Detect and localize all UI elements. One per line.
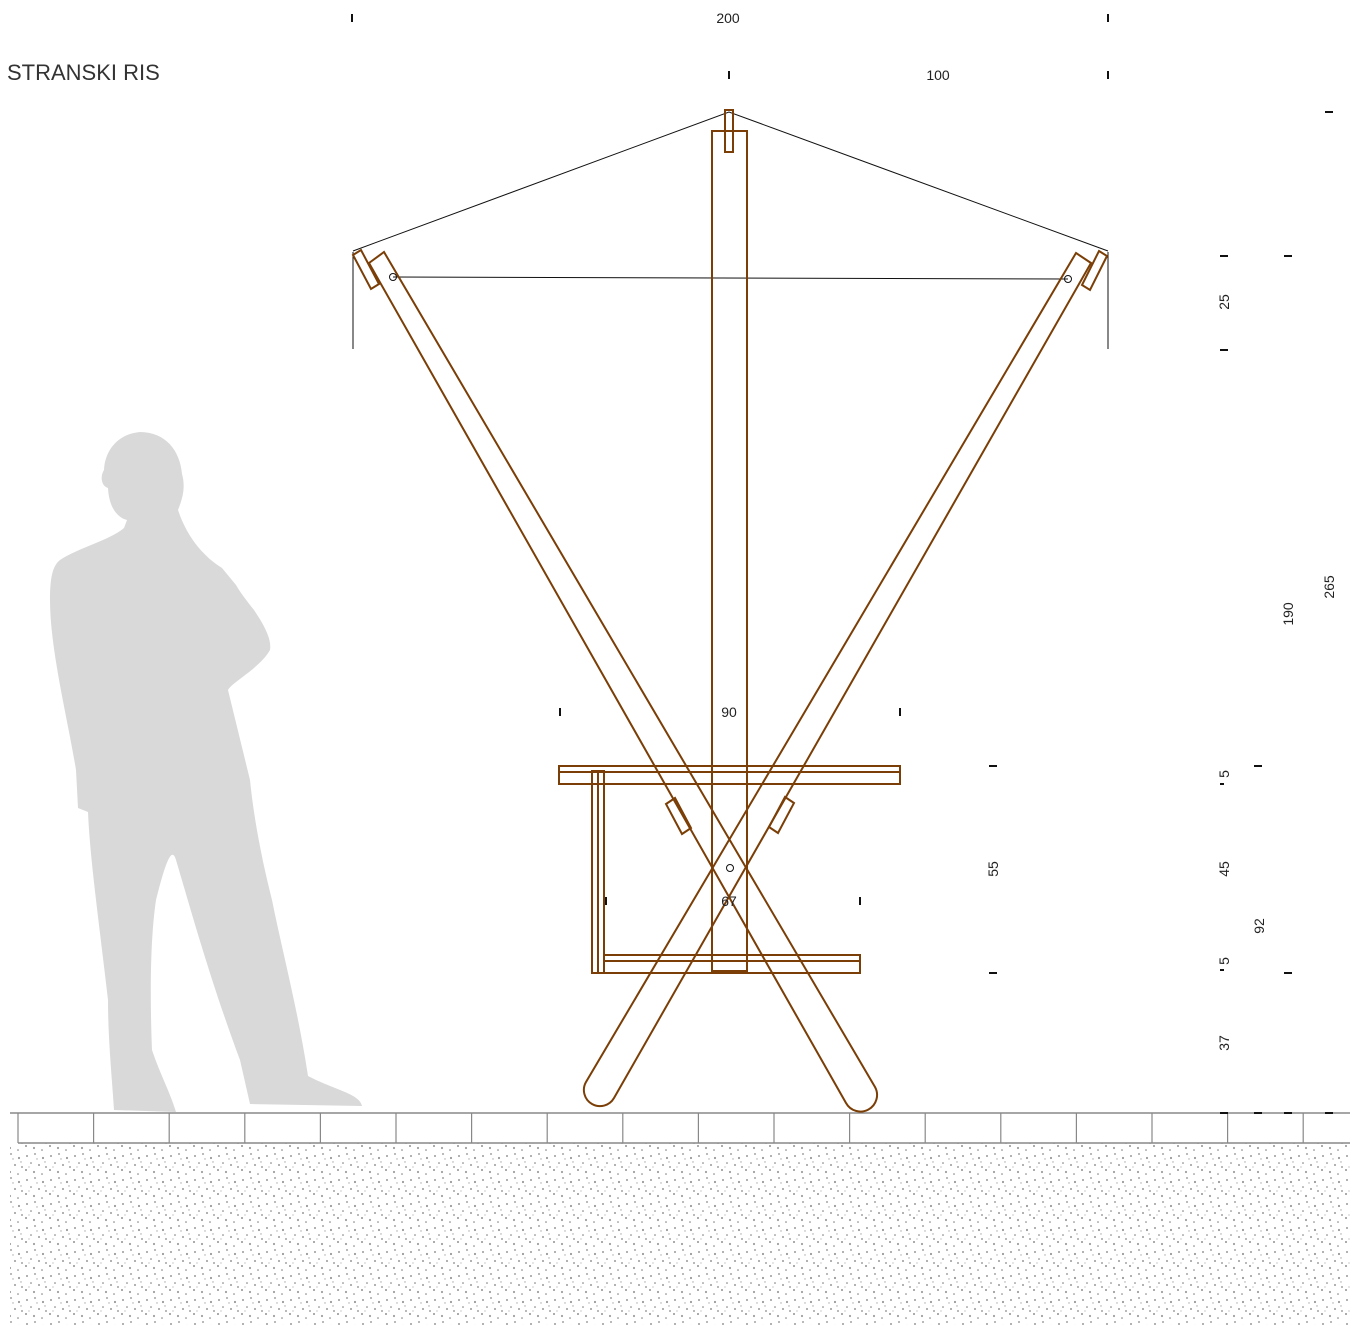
central-post	[711, 130, 748, 972]
left-rope-ring	[389, 273, 397, 281]
bench-seat	[603, 954, 861, 974]
dim-table-top-thickness: 5	[1216, 770, 1232, 778]
dim-width-half: 100	[926, 67, 950, 83]
post-top-cap	[724, 109, 734, 153]
dim-seat-to-top: 92	[1251, 918, 1267, 934]
wooden-frame	[351, 109, 1109, 1113]
dimensions: 200 100 25 265 190 90 67 55 5 45 5 37 92	[351, 10, 1337, 1114]
dim-total-height: 265	[1321, 575, 1337, 599]
dim-seat-gap: 45	[1216, 861, 1232, 877]
dim-table-height: 55	[985, 861, 1001, 877]
paving-joints	[17, 1113, 1304, 1143]
dim-width-total: 200	[716, 10, 740, 26]
human-silhouette	[50, 432, 362, 1112]
left-table-bracket	[664, 796, 693, 836]
dim-table-width: 90	[721, 704, 737, 720]
roof-cover-line	[352, 111, 1109, 252]
gravel-fill	[10, 1143, 1350, 1325]
dim-bench-thickness: 5	[1216, 957, 1232, 965]
table-top	[558, 765, 901, 785]
dim-seat-height: 37	[1216, 1035, 1232, 1051]
right-diagonal-leg	[582, 251, 1093, 1108]
right-table-bracket	[767, 795, 796, 835]
dim-frame-height: 190	[1280, 602, 1296, 626]
left-diagonal-leg	[367, 250, 879, 1113]
dim-roof-height: 25	[1216, 294, 1232, 310]
left-roof-bracket	[351, 248, 381, 291]
ground	[10, 1112, 1350, 1325]
right-roof-bracket	[1080, 249, 1109, 292]
tension-rope	[392, 276, 1069, 280]
drawing-title: STRANSKI RIS	[7, 60, 160, 85]
right-rope-ring	[1064, 275, 1072, 283]
dim-bench-width: 67	[721, 893, 737, 909]
roof-canopy	[352, 111, 1109, 349]
pivot-bolt	[726, 864, 734, 872]
